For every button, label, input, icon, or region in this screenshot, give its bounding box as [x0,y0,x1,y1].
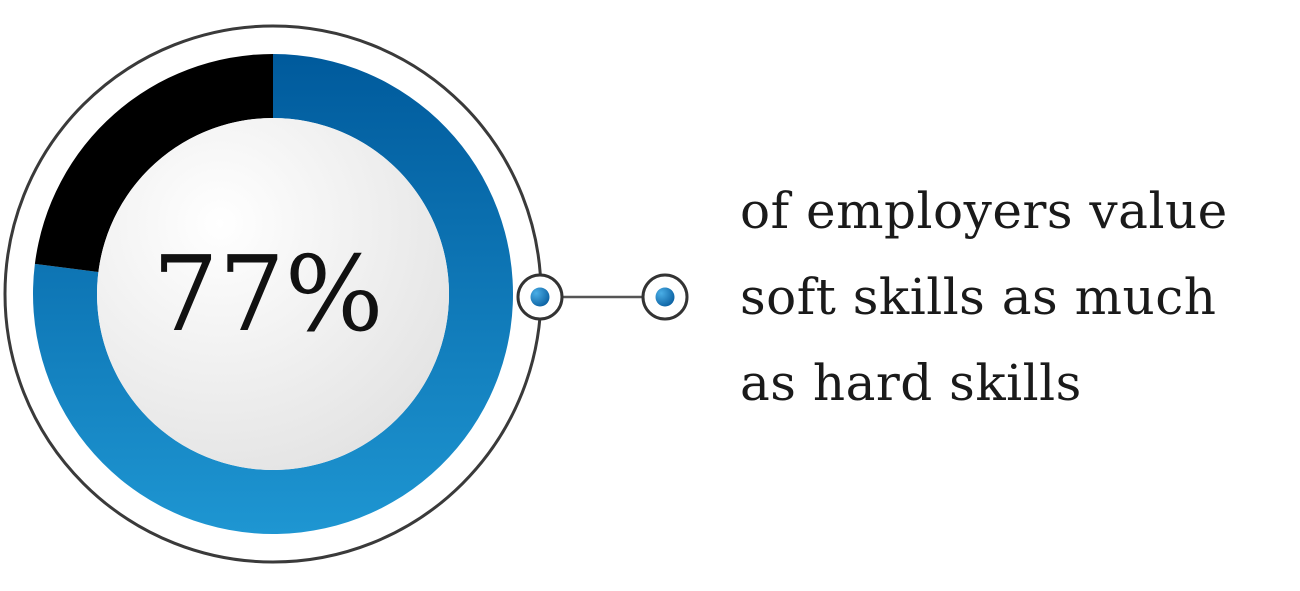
caption-line-1: of employers value [740,182,1228,240]
caption-line-2: soft skills as much [740,268,1217,326]
donut-segment-remainder [34,54,273,272]
connector-dot-left [530,287,550,307]
connector [516,273,689,321]
donut-center [97,118,449,470]
donut-segments [33,54,514,534]
caption-text: of employers value soft skills as much a… [740,168,1296,426]
caption-line-3: as hard skills [740,354,1082,412]
percentage-label: 77% [152,233,383,355]
connector-dot-right [655,287,675,307]
